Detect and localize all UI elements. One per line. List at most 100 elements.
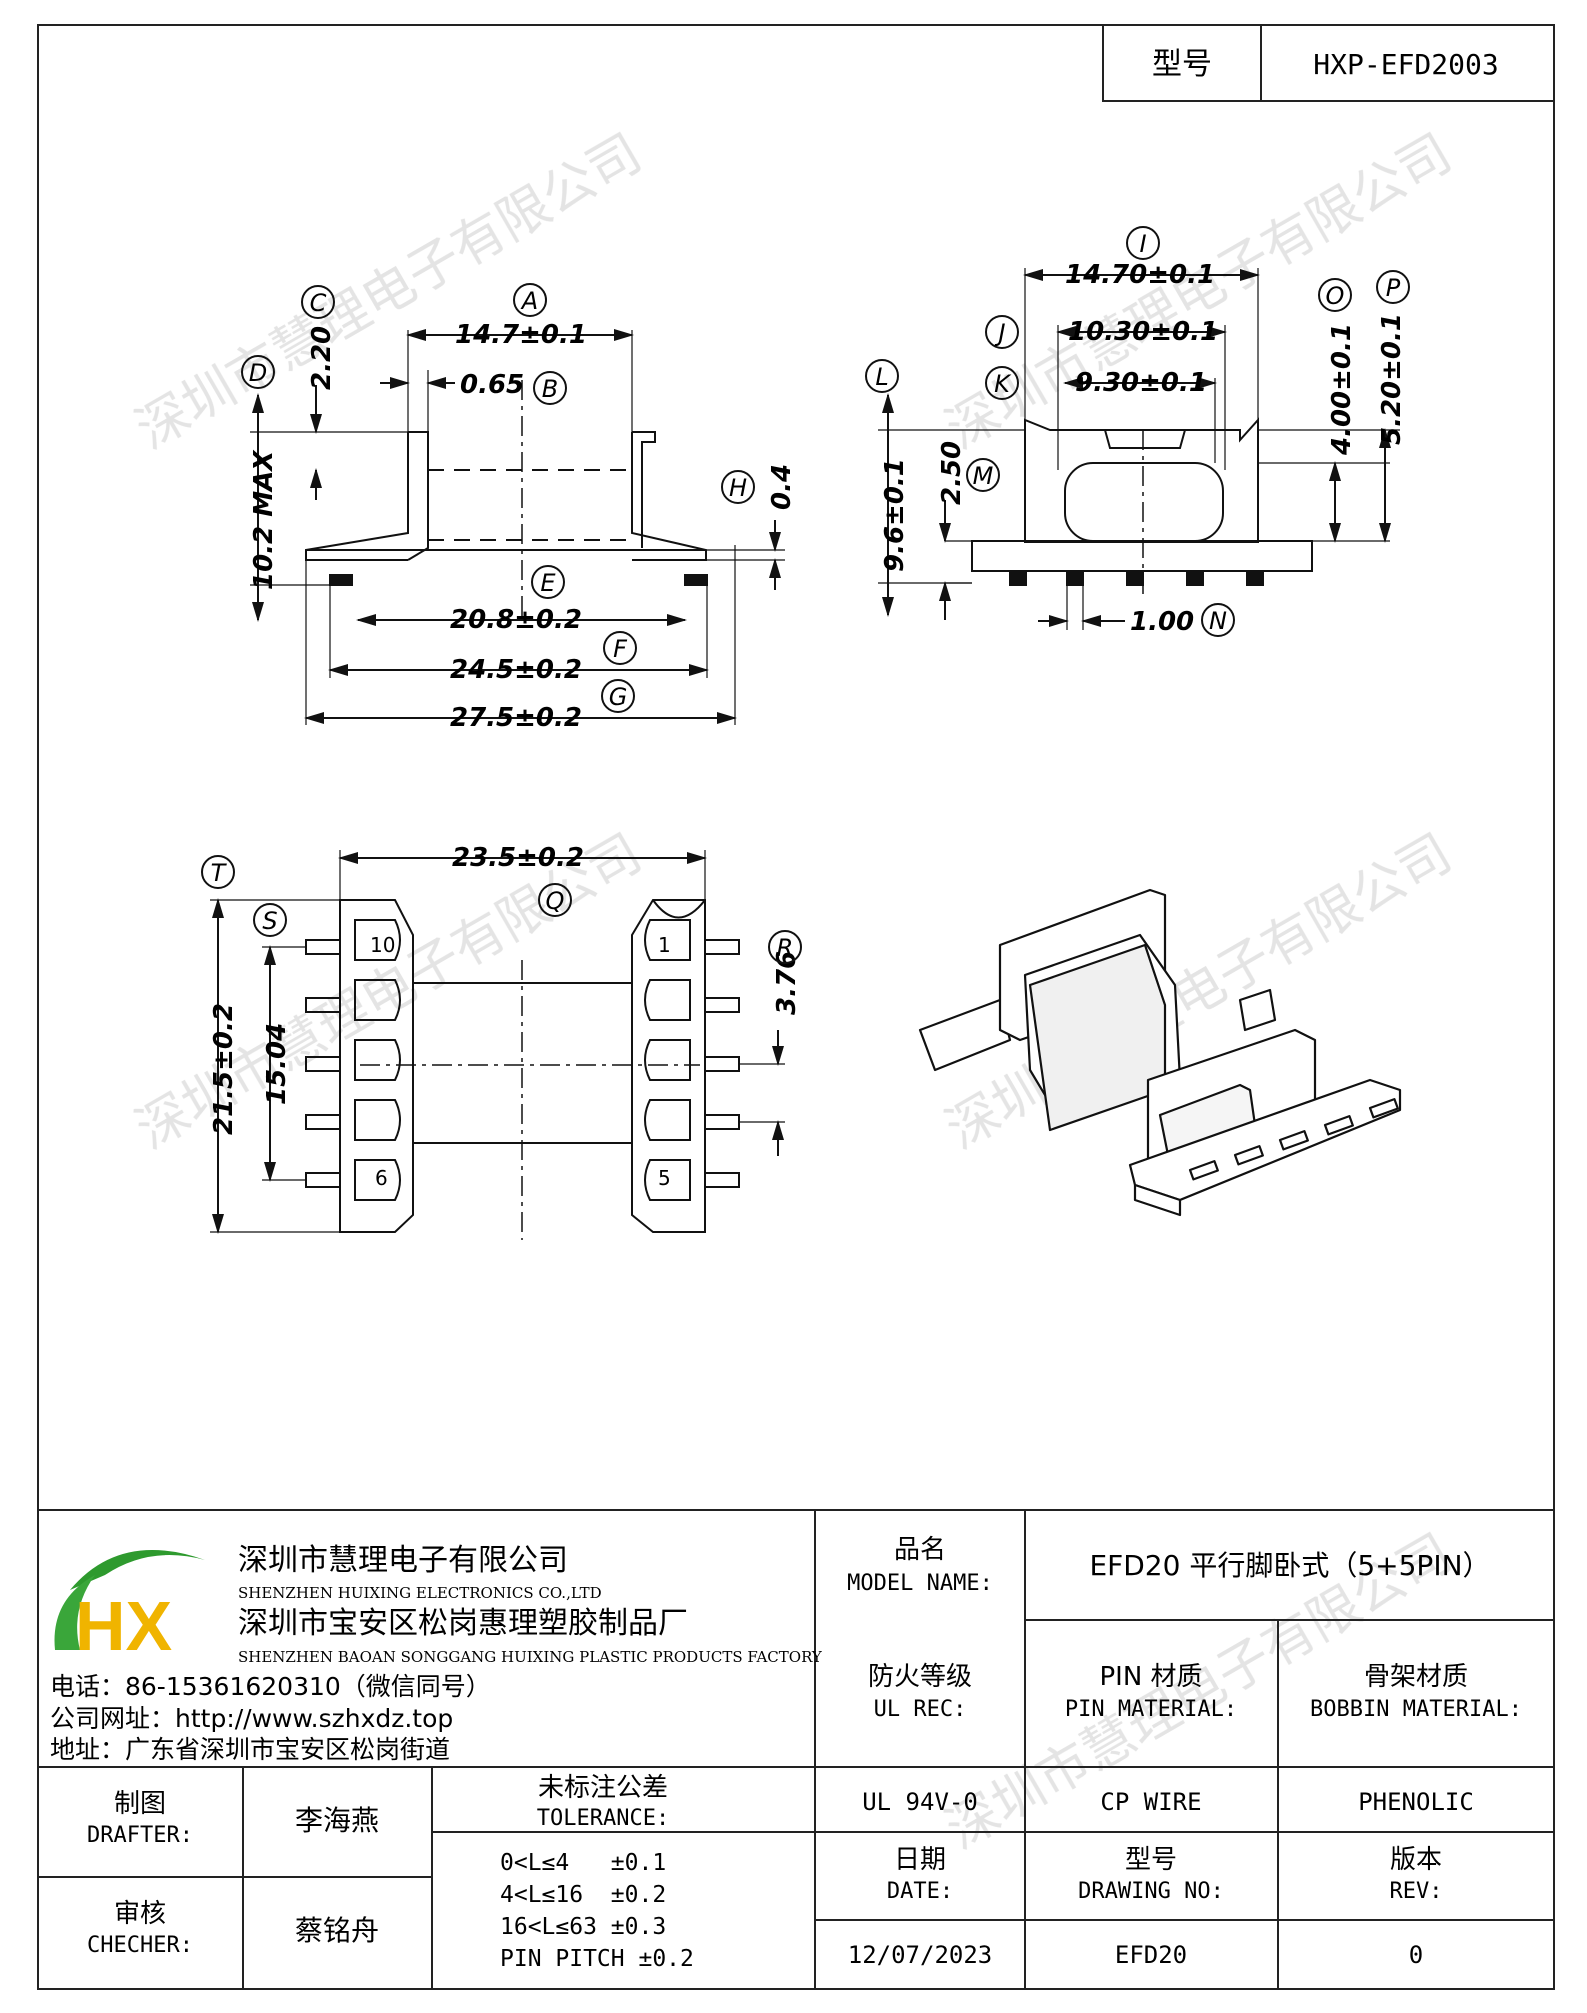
svg-text:A: A [520, 287, 538, 315]
pin-number-5: 5 [658, 1166, 671, 1190]
header-model-box: 型号 HXP-EFD2003 [1102, 24, 1555, 102]
callout-p: P [1376, 270, 1410, 304]
drafter-en: DRAFTER: [87, 1823, 193, 1848]
drafter-checker: 制图 DRAFTER: 李海燕 审核 CHECHER: 蔡铭舟 [87, 1789, 379, 1958]
date-drawing-rev-values: 12/07/2023 EFD20 0 [848, 1941, 1423, 1969]
callout-s: S [253, 903, 287, 937]
company-name-en: SHENZHEN HUIXING ELECTRONICS CO.,LTD [238, 1584, 602, 1602]
logo-text: HX [75, 1587, 173, 1665]
dim-l: 9.6±0.1 [880, 458, 910, 572]
isometric-view [918, 888, 1402, 1217]
bobbin-material-en: BOBBIN MATERIAL: [1310, 1697, 1522, 1722]
svg-text:N: N [1209, 607, 1227, 635]
side-view-labels: 14.70±0.1 10.30±0.1 9.30±0.1 9.6±0.1 2.5… [880, 260, 1407, 637]
factory-name-cn: 深圳市宝安区松岗惠理塑胶制品厂 [238, 1606, 688, 1641]
tolerance-line-4: PIN PITCH ±0.2 [500, 1946, 694, 1972]
date-drawing-rev-headers: 日期 DATE: 型号 DRAWING NO: 版本 REV: [887, 1845, 1443, 1904]
dim-a: 14.7±0.1 [455, 320, 587, 350]
company-logo: HX [54, 1550, 205, 1665]
company-address: 地址：广东省深圳市宝安区松岗街道 [50, 1735, 450, 1764]
svg-text:Q: Q [546, 887, 565, 915]
dim-i: 14.70±0.1 [1065, 260, 1215, 290]
bottom-right-pads [644, 919, 691, 1201]
svg-text:S: S [262, 907, 277, 935]
svg-text:C: C [310, 289, 327, 317]
drafter-name: 李海燕 [295, 1804, 379, 1837]
callout-i: I [1126, 226, 1160, 260]
svg-text:P: P [1386, 274, 1401, 302]
bottom-left-pads [354, 919, 401, 1201]
model-name-en: MODEL NAME: [847, 1571, 993, 1596]
callout-q: Q [538, 883, 572, 917]
pin-material-value: CP WIRE [1100, 1788, 1201, 1816]
callout-e: E [531, 565, 565, 599]
dim-j: 10.30±0.1 [1068, 317, 1218, 347]
callout-c: C [301, 285, 335, 319]
dim-o: 4.00±0.1 [1327, 323, 1357, 456]
callout-b: B [533, 371, 567, 405]
callout-l: L [865, 359, 899, 393]
svg-text:I: I [1139, 230, 1146, 258]
bottom-view-callouts: Q R S T [201, 855, 802, 964]
rev-value: 0 [1409, 1941, 1423, 1969]
pin-material-en: PIN MATERIAL: [1065, 1697, 1237, 1722]
sheet-border [37, 24, 1555, 1990]
checker-name: 蔡铭舟 [295, 1914, 379, 1947]
tolerance-cell: 未标注公差 TOLERANCE: 0<L≤4 ±0.1 4<L≤16 ±0.2 … [500, 1773, 694, 1972]
front-view-callouts: A B C D E F G H [241, 283, 755, 713]
bottom-view [210, 850, 785, 1240]
company-name-cn: 深圳市慧理电子有限公司 [238, 1543, 568, 1578]
svg-text:R: R [777, 934, 794, 962]
bobbin-material-value: PHENOLIC [1358, 1788, 1474, 1816]
dim-e: 20.8±0.2 [450, 605, 582, 635]
svg-text:J: J [994, 319, 1005, 347]
tolerance-line-1: 0<L≤4 ±0.1 [500, 1850, 666, 1876]
drawing-no-en: DRAWING NO: [1078, 1879, 1224, 1904]
svg-text:D: D [249, 359, 267, 387]
svg-text:G: G [609, 683, 628, 711]
front-view-labels: 14.7±0.1 0.65 2.20 10.2 MAX 20.8±0.2 24.… [249, 320, 797, 733]
callout-m: M [966, 458, 1000, 492]
front-view [250, 329, 785, 725]
callout-j: J [985, 315, 1019, 349]
watermark-3: 深圳市慧理电子有限公司 [127, 823, 652, 1161]
callout-r: R [768, 930, 802, 964]
svg-text:E: E [540, 569, 556, 597]
svg-text:F: F [613, 635, 628, 663]
fire-rating-cn: 防火等级 [868, 1662, 972, 1692]
dim-p: 5.20±0.1 [1377, 313, 1407, 445]
tolerance-line-2: 4<L≤16 ±0.2 [500, 1882, 666, 1908]
pin-number-10: 10 [370, 933, 395, 957]
tolerance-cn: 未标注公差 [538, 1773, 668, 1803]
date-cn: 日期 [894, 1845, 946, 1875]
date-en: DATE: [887, 1879, 953, 1904]
material-headers: 防火等级 UL REC: PIN 材质 PIN MATERIAL: 骨架材质 B… [868, 1662, 1522, 1722]
dim-c: 2.20 [307, 326, 337, 390]
svg-text:B: B [542, 375, 558, 403]
dim-b: 0.65 [460, 370, 524, 400]
iso-pins [1188, 1098, 1399, 1181]
header-model-value: HXP-EFD2003 [1313, 48, 1498, 81]
checker-cn: 审核 [114, 1899, 166, 1929]
checker-en: CHECHER: [87, 1933, 193, 1958]
rev-en: REV: [1390, 1879, 1443, 1904]
pin-number-1: 1 [658, 933, 671, 957]
pin-material-cn: PIN 材质 [1099, 1662, 1202, 1692]
title-block-grid [38, 1509, 1554, 1989]
callout-t: T [201, 855, 235, 889]
company-info: 深圳市慧理电子有限公司 SHENZHEN HUIXING ELECTRONICS… [50, 1543, 823, 1764]
dim-k: 9.30±0.1 [1075, 368, 1207, 398]
dim-q: 23.5±0.2 [452, 843, 584, 873]
drawing-no-value: EFD20 [1115, 1941, 1187, 1969]
dim-f: 24.5±0.2 [450, 655, 582, 685]
svg-text:M: M [973, 462, 994, 490]
dim-m: 2.50 [937, 441, 967, 505]
dim-n: 1.00 [1130, 607, 1194, 637]
header-model-label: 型号 [1152, 47, 1212, 82]
date-value: 12/07/2023 [848, 1941, 993, 1969]
svg-text:T: T [211, 859, 228, 887]
callout-o: O [1318, 278, 1352, 312]
model-name-cell: 品名 MODEL NAME: EFD20 平行脚卧式（5+5PIN） [847, 1535, 1490, 1596]
material-values: UL 94V-0 CP WIRE PHENOLIC [862, 1788, 1474, 1816]
